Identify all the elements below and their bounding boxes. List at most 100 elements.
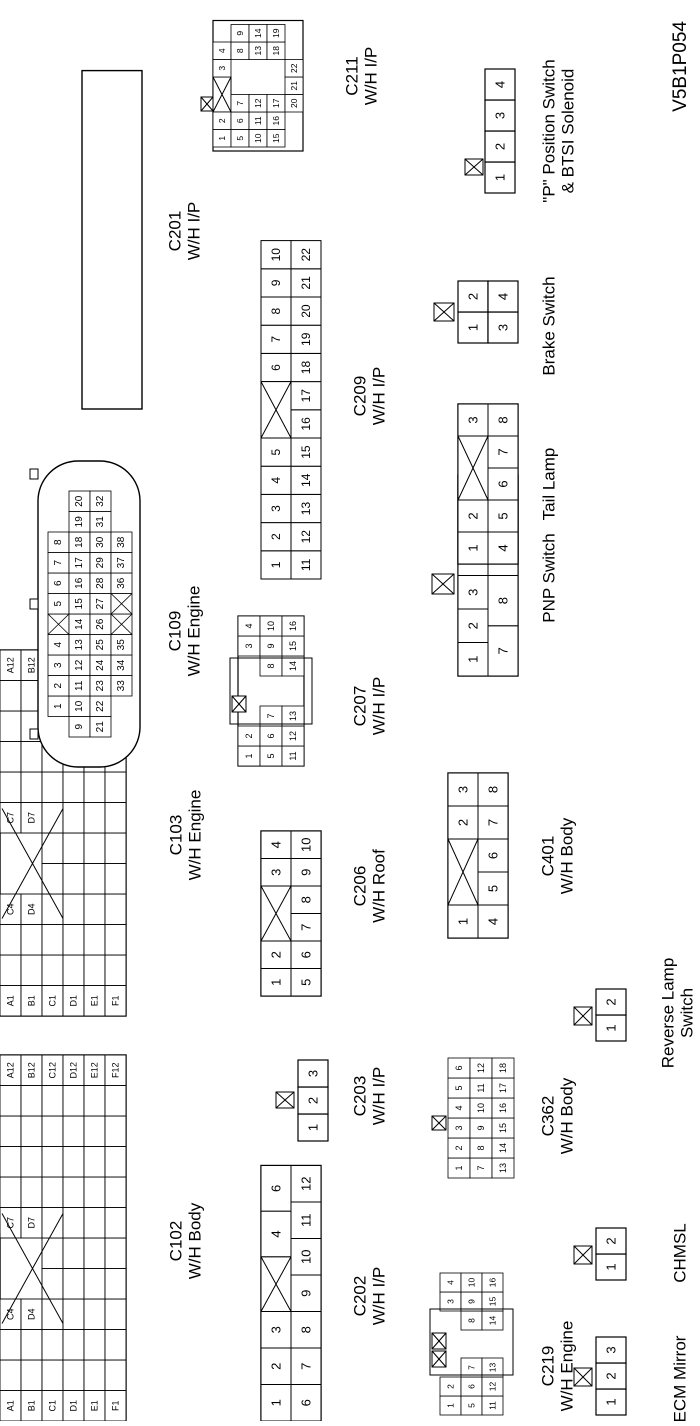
pin-cell [62, 1298, 85, 1330]
pin-label: 5 [467, 1403, 477, 1408]
pin-label: 17 [498, 1083, 508, 1093]
pin-label: 14 [299, 473, 313, 487]
pin-label: 5 [266, 753, 276, 758]
pin-label: 6 [496, 480, 511, 487]
label-chmsl: CHMSL [671, 1223, 690, 1283]
pin-cell [83, 1237, 106, 1269]
pin-label: 21 [95, 721, 106, 733]
pin-label: C7 [6, 812, 16, 824]
pin-label: C4 [6, 903, 16, 915]
pin-cell [20, 1359, 43, 1391]
pin-label: 8 [496, 597, 511, 604]
label-brake: Brake Switch [540, 276, 559, 375]
pin-label: 4 [454, 1105, 464, 1110]
pin-label: 18 [271, 46, 281, 56]
pin-label: 3 [269, 869, 284, 876]
pin-label: 37 [116, 557, 127, 569]
pin-label: 4 [493, 81, 508, 88]
pin-cell [104, 924, 127, 956]
pin-label: 1 [466, 544, 481, 551]
pin-cell [0, 1115, 22, 1147]
pin-cell [20, 954, 43, 986]
pin-cell [41, 1115, 64, 1147]
pin-cell [41, 1176, 64, 1208]
pin-label: 8 [235, 48, 245, 53]
pin-label: 6 [53, 580, 64, 586]
pin-cell [62, 1146, 85, 1178]
pin-cell [481, 1357, 504, 1378]
blocked-cavity [1, 1213, 64, 1324]
connector-ecm_mirror: 123 [595, 1336, 627, 1416]
pin-label: 1 [446, 1403, 456, 1408]
lock-tab [573, 1245, 593, 1265]
pin-cell [20, 741, 43, 773]
pin-label: 13 [488, 1363, 498, 1373]
pin-label: 12 [299, 1177, 314, 1191]
pin-cell [20, 1115, 43, 1147]
pin-label: C12 [48, 1062, 58, 1079]
pin-label: 14 [253, 28, 263, 38]
pin-label: 9 [74, 724, 85, 730]
pin-label: 34 [116, 659, 127, 671]
pin-label: 1 [466, 324, 481, 331]
pin-label: 15 [498, 1123, 508, 1133]
pin-label: 16 [498, 1103, 508, 1113]
pin-label: 2 [456, 819, 471, 826]
pin-label: 5 [486, 885, 501, 892]
pin-cell [62, 802, 85, 834]
blocked-cavity [110, 593, 133, 615]
pin-label: 19 [74, 516, 85, 528]
connector-name-line: W/H I/P [370, 367, 389, 426]
connector-name-line: & BTSI Solenoid [559, 69, 578, 194]
pin-label: 9 [299, 869, 314, 876]
blocked-cavity [212, 76, 232, 113]
pin-label: 16 [271, 116, 281, 126]
pin-label: 6 [467, 1384, 477, 1389]
pin-label: 13 [498, 1163, 508, 1173]
pin-label: 4 [269, 841, 284, 848]
pin-cell [104, 1237, 127, 1269]
connector-name-line: C362 [539, 1096, 558, 1137]
pin-label: 7 [496, 647, 511, 654]
pin-label: 1 [604, 1398, 619, 1405]
lock-tab [431, 1115, 447, 1131]
pin-cell [487, 403, 519, 437]
pin-cell [491, 1057, 515, 1079]
pin-label: 6 [266, 733, 276, 738]
pin-label: 20 [74, 495, 85, 507]
pin-label: 3 [493, 112, 508, 119]
pin-label: 8 [486, 786, 501, 793]
lock-tab [433, 302, 455, 322]
pin-label: 13 [253, 46, 263, 56]
pin-label: D1 [69, 1400, 79, 1412]
pin-cell [104, 1268, 127, 1300]
pin-label: 3 [217, 66, 227, 71]
pin-label: 11 [288, 751, 298, 760]
pin-cell [595, 988, 627, 1016]
pin-label: 26 [95, 618, 106, 630]
connector-name-line: W/H Body [558, 1077, 577, 1154]
figure-code: V5B1P054 [670, 21, 691, 112]
pin-label: 10 [299, 838, 314, 852]
pin-label: 19 [271, 28, 281, 38]
pin-label: 7 [467, 1365, 477, 1370]
pin-label: 7 [496, 448, 511, 455]
lock-tab [431, 573, 455, 595]
pin-label: 8 [299, 1326, 314, 1333]
pin-cell [20, 1085, 43, 1117]
label-tail: Tail Lamp [540, 448, 559, 521]
connector-name-line: C219 [539, 1346, 558, 1387]
pin-cell [104, 1329, 127, 1361]
pin-cell [41, 1359, 64, 1391]
blocked-cavity [260, 885, 292, 942]
connector-name-line: "P" Position Switch [540, 59, 559, 202]
pin-label: 25 [95, 639, 106, 651]
pin-label: D12 [69, 1062, 79, 1079]
